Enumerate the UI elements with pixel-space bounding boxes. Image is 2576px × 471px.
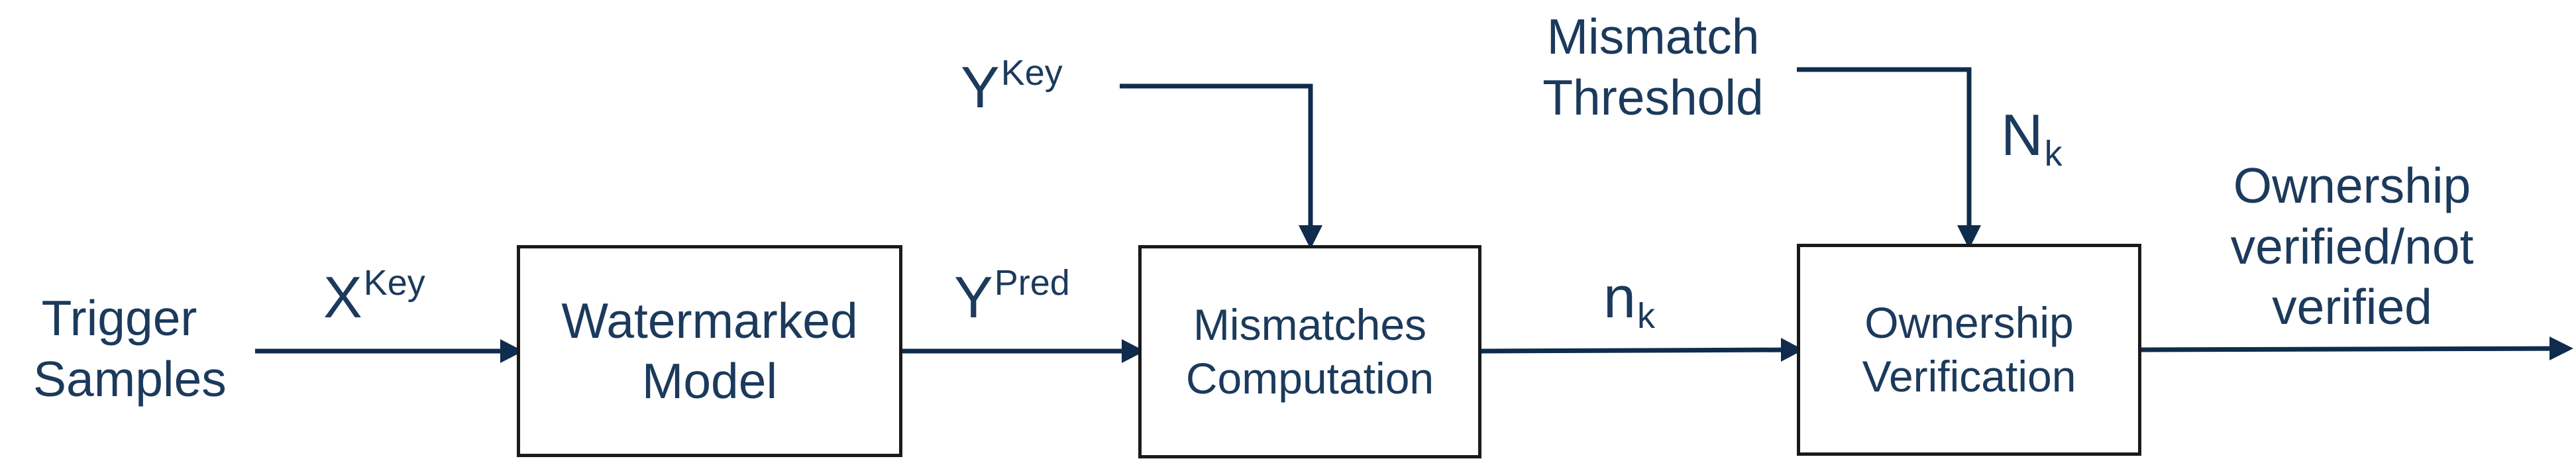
- y-key-variable: YKey: [961, 55, 1063, 117]
- trigger-samples-label: Trigger Samples: [33, 290, 227, 407]
- arrowhead-output: [2549, 337, 2573, 360]
- mismatches-computation-label: Mismatches Computation: [1185, 300, 1434, 403]
- arrowhead-mismatches-top: [1299, 225, 1322, 249]
- watermarked-model-label: Watermarked Model: [561, 292, 858, 409]
- y-key-superscript: Key: [1000, 53, 1063, 93]
- ownership-result-label: Ownership verified/not verified: [2230, 158, 2474, 335]
- n-k-mismatch-count: nk: [1603, 268, 1655, 335]
- y-pred-base: Y: [954, 264, 993, 330]
- arrow-mismatches-to-verification: [1481, 347, 1798, 354]
- watermarked-model-block: Watermarked Model: [517, 245, 902, 457]
- arrow-verification-to-output: [2141, 346, 2569, 352]
- N-k-subscript: k: [2044, 134, 2063, 174]
- arrowhead-verification-top: [1957, 225, 1981, 249]
- arrow-ykey-to-mismatches: [1120, 83, 1313, 244]
- mismatches-computation-block: Mismatches Computation: [1138, 245, 1481, 458]
- x-key-variable: XKey: [323, 265, 425, 327]
- N-k-threshold-variable: Nk: [2001, 106, 2063, 172]
- N-k-base: N: [2001, 102, 2043, 168]
- n-k-subscript: k: [1637, 296, 1655, 336]
- ownership-verification-block: Ownership Verification: [1797, 244, 2141, 456]
- y-pred-superscript: Pred: [994, 263, 1070, 303]
- ownership-verification-label: Ownership Verification: [1862, 298, 2076, 401]
- arrowhead-verification: [1781, 338, 1803, 362]
- arrow-threshold-to-verification: [1797, 67, 1972, 244]
- x-key-base: X: [323, 264, 362, 330]
- n-k-base: n: [1603, 264, 1636, 330]
- y-pred-variable: YPred: [954, 265, 1070, 327]
- arrowhead-mismatches: [1122, 339, 1145, 363]
- mismatch-threshold-label: Mismatch Threshold: [1542, 9, 1764, 125]
- arrowhead-model: [500, 339, 523, 363]
- x-key-superscript: Key: [363, 263, 425, 303]
- y-key-base: Y: [961, 54, 1000, 120]
